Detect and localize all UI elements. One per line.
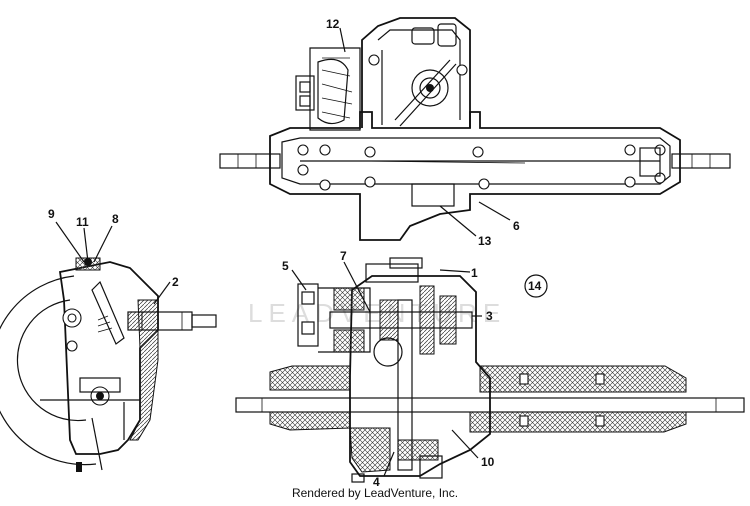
callout-9: 9 (48, 207, 55, 221)
leader-lines (55, 27, 548, 477)
housing-tube-left-upper (269, 365, 351, 391)
watermark: LEADVENTURE (248, 298, 506, 328)
housing-upper-top (361, 17, 471, 128)
vertical-shaft-section (397, 299, 413, 471)
callout-labels: 1 2 3 4 5 6 7 8 9 10 11 12 13 14 (48, 17, 542, 489)
callout-10: 10 (481, 455, 495, 469)
brake-assembly-top (295, 47, 361, 131)
housing-tube-right-upper (479, 365, 687, 393)
side-disc (0, 275, 97, 466)
callout-3: 3 (486, 309, 493, 323)
callout-13: 13 (478, 234, 492, 248)
render-credit: Rendered by LeadVenture, Inc. (291, 486, 459, 500)
callout-7: 7 (340, 249, 347, 263)
callout-1: 1 (471, 266, 478, 280)
watermark-text: LEADVENTURE (248, 298, 506, 328)
housing-tube-left-lower (269, 411, 351, 431)
transaxle-top-view (219, 17, 731, 241)
housing-body-top (269, 111, 681, 241)
input-shaft-section (329, 311, 473, 329)
housing-tube-right-lower (469, 411, 687, 433)
callout-8: 8 (112, 212, 119, 226)
left-axle-shaft-top (219, 153, 281, 169)
callout-4: 4 (373, 475, 380, 489)
side-housing (58, 261, 159, 455)
callout-14: 14 (528, 279, 542, 293)
housing-bolts-top (297, 54, 666, 191)
top-cover-section (365, 263, 419, 283)
callout-5: 5 (282, 259, 289, 273)
center-housing-section (349, 275, 491, 477)
right-axle-shaft-top (671, 153, 731, 169)
callout-11: 11 (76, 215, 89, 229)
transaxle-section-view (235, 257, 745, 483)
callout-12: 12 (326, 17, 340, 31)
transaxle-side-view (0, 257, 217, 472)
callout-6: 6 (513, 219, 520, 233)
label-plate-top (411, 183, 455, 207)
input-bearing-top (411, 69, 449, 107)
brake-assembly-section (297, 283, 371, 353)
callout-14-circle (524, 274, 548, 298)
callout-2: 2 (172, 275, 179, 289)
